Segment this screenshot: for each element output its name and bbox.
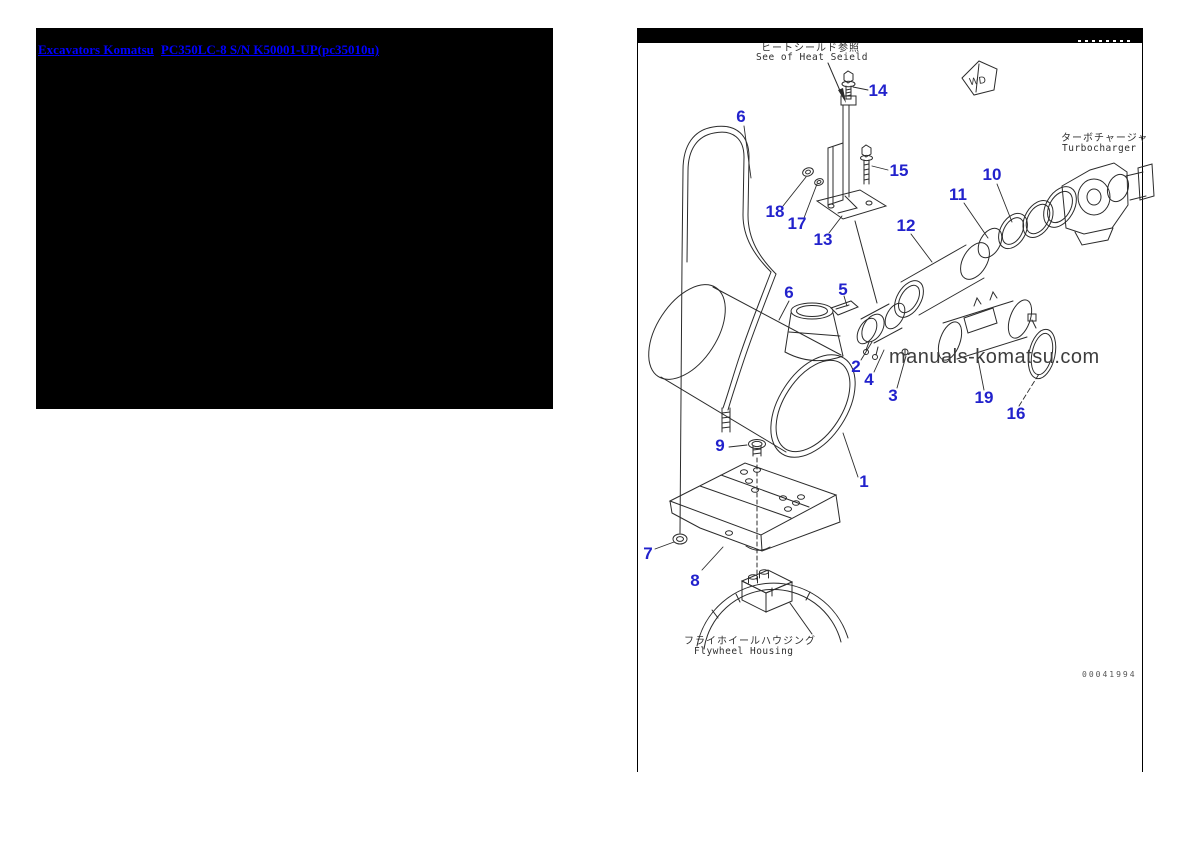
label-flywheel-en: Flywheel Housing [694, 646, 794, 657]
diagram-frame [637, 28, 1143, 772]
label-flywheel-jp: フライホイールハウジング [684, 636, 816, 647]
callout-3: 3 [888, 386, 898, 405]
tube-12 [894, 242, 990, 318]
label-turbocharger-en: Turbocharger [1062, 143, 1137, 154]
bolt-9 [748, 439, 766, 581]
callout-17: 17 [787, 214, 807, 233]
label-heat-shield-en: See of Heat Seield [756, 52, 868, 63]
bolt-15 [860, 144, 873, 185]
tube-2-4 [854, 220, 909, 360]
label-turbocharger-jp: ターボチャージャ [1061, 133, 1149, 144]
muffler [648, 284, 856, 458]
flywheel-housing-art [696, 569, 849, 650]
watermark: manuals-komatsu.com [889, 346, 1100, 368]
band-16 [1027, 313, 1057, 380]
callout-6b: 6 [784, 283, 794, 302]
callout-10: 10 [982, 165, 1002, 184]
callout-12: 12 [896, 216, 916, 235]
callout-14: 14 [868, 81, 888, 100]
callout-9: 9 [715, 436, 725, 455]
link-model-serial[interactable]: PC350LC-8 S/N K50001-UP(pc35010u) [160, 42, 380, 57]
washer-17 [814, 178, 824, 186]
label-heat-shield-jp: ヒートシールド参照 [761, 43, 860, 54]
heat-shield-bracket [815, 95, 888, 220]
turbocharger-art [1043, 162, 1155, 246]
washer-7 [672, 533, 688, 545]
callout-8: 8 [690, 571, 700, 590]
band-clamp-6 [679, 125, 777, 534]
callout-16: 16 [1006, 404, 1026, 423]
view-tag [961, 60, 998, 96]
view-tag-label: WD [969, 75, 987, 88]
heat-shield-note-arrow [827, 62, 846, 103]
callout-4: 4 [864, 370, 874, 389]
diagram-header-bar [637, 28, 1142, 43]
link-excavators-komatsu[interactable]: Excavators Komatsu [38, 42, 154, 57]
clamp-5 [830, 300, 859, 316]
callout-2: 2 [851, 357, 861, 376]
callout-19: 19 [974, 388, 994, 407]
bar-dots [1078, 40, 1134, 42]
callout-18: 18 [765, 202, 785, 221]
callout-13: 13 [813, 230, 833, 249]
washer-18 [802, 167, 814, 177]
ring-11 [977, 227, 1003, 259]
drawing-number: 00041994 [1082, 670, 1137, 679]
left-black-panel [36, 28, 553, 409]
callout-1: 1 [859, 472, 869, 491]
shield-19 [937, 290, 1033, 361]
bracket-8 [668, 462, 841, 552]
callout-15: 15 [889, 161, 909, 180]
callout-5: 5 [838, 280, 848, 299]
callout-7: 7 [643, 544, 653, 563]
callout-6a: 6 [736, 107, 746, 126]
breadcrumb: Excavators Komatsu PC350LC-8 S/N K50001-U… [38, 42, 386, 58]
leader-lines [654, 86, 1040, 571]
callout-11: 11 [949, 185, 967, 204]
